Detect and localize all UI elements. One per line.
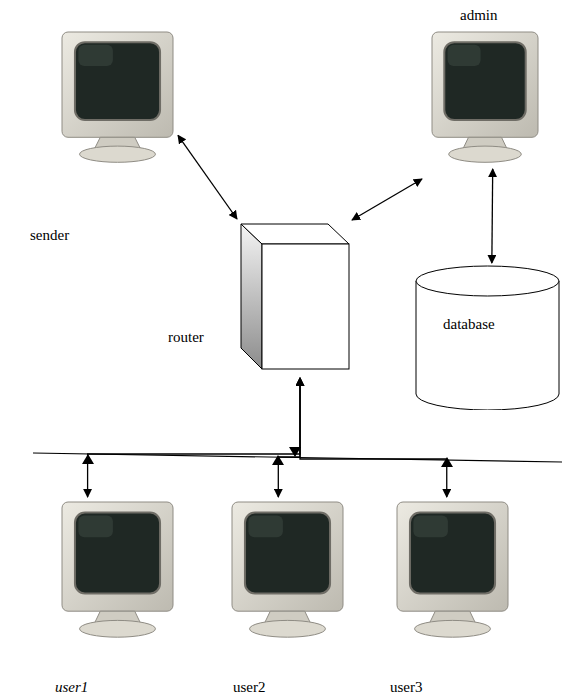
node-label: user3 [390, 679, 423, 695]
router-box-outline [240, 222, 350, 370]
computer-outline [230, 500, 345, 640]
link-arrow [278, 378, 300, 497]
node-label: database [443, 316, 495, 332]
node-label: user1 [55, 679, 88, 695]
router-box: router [240, 222, 350, 370]
node-label: user2 [233, 679, 266, 695]
computer: user1 [60, 500, 175, 640]
database-cylinder-outline [415, 265, 560, 410]
computer: admin [430, 30, 540, 165]
computer-outline [430, 30, 540, 165]
computer-outline [395, 500, 510, 640]
computer: sender [60, 30, 175, 165]
computer: user2 [230, 500, 345, 640]
link-arrow [491, 169, 493, 263]
link-arrow [352, 179, 422, 220]
node-label: router [168, 329, 204, 345]
link-arrow [88, 378, 300, 497]
node-label: admin [460, 7, 498, 23]
bus-arrowhead [289, 447, 301, 457]
computer-outline [60, 30, 175, 165]
link-arrow [178, 135, 237, 219]
database-cylinder: database [415, 265, 560, 410]
computer-outline [60, 500, 175, 640]
node-label: sender [30, 227, 69, 243]
computer: user3 [395, 500, 510, 640]
